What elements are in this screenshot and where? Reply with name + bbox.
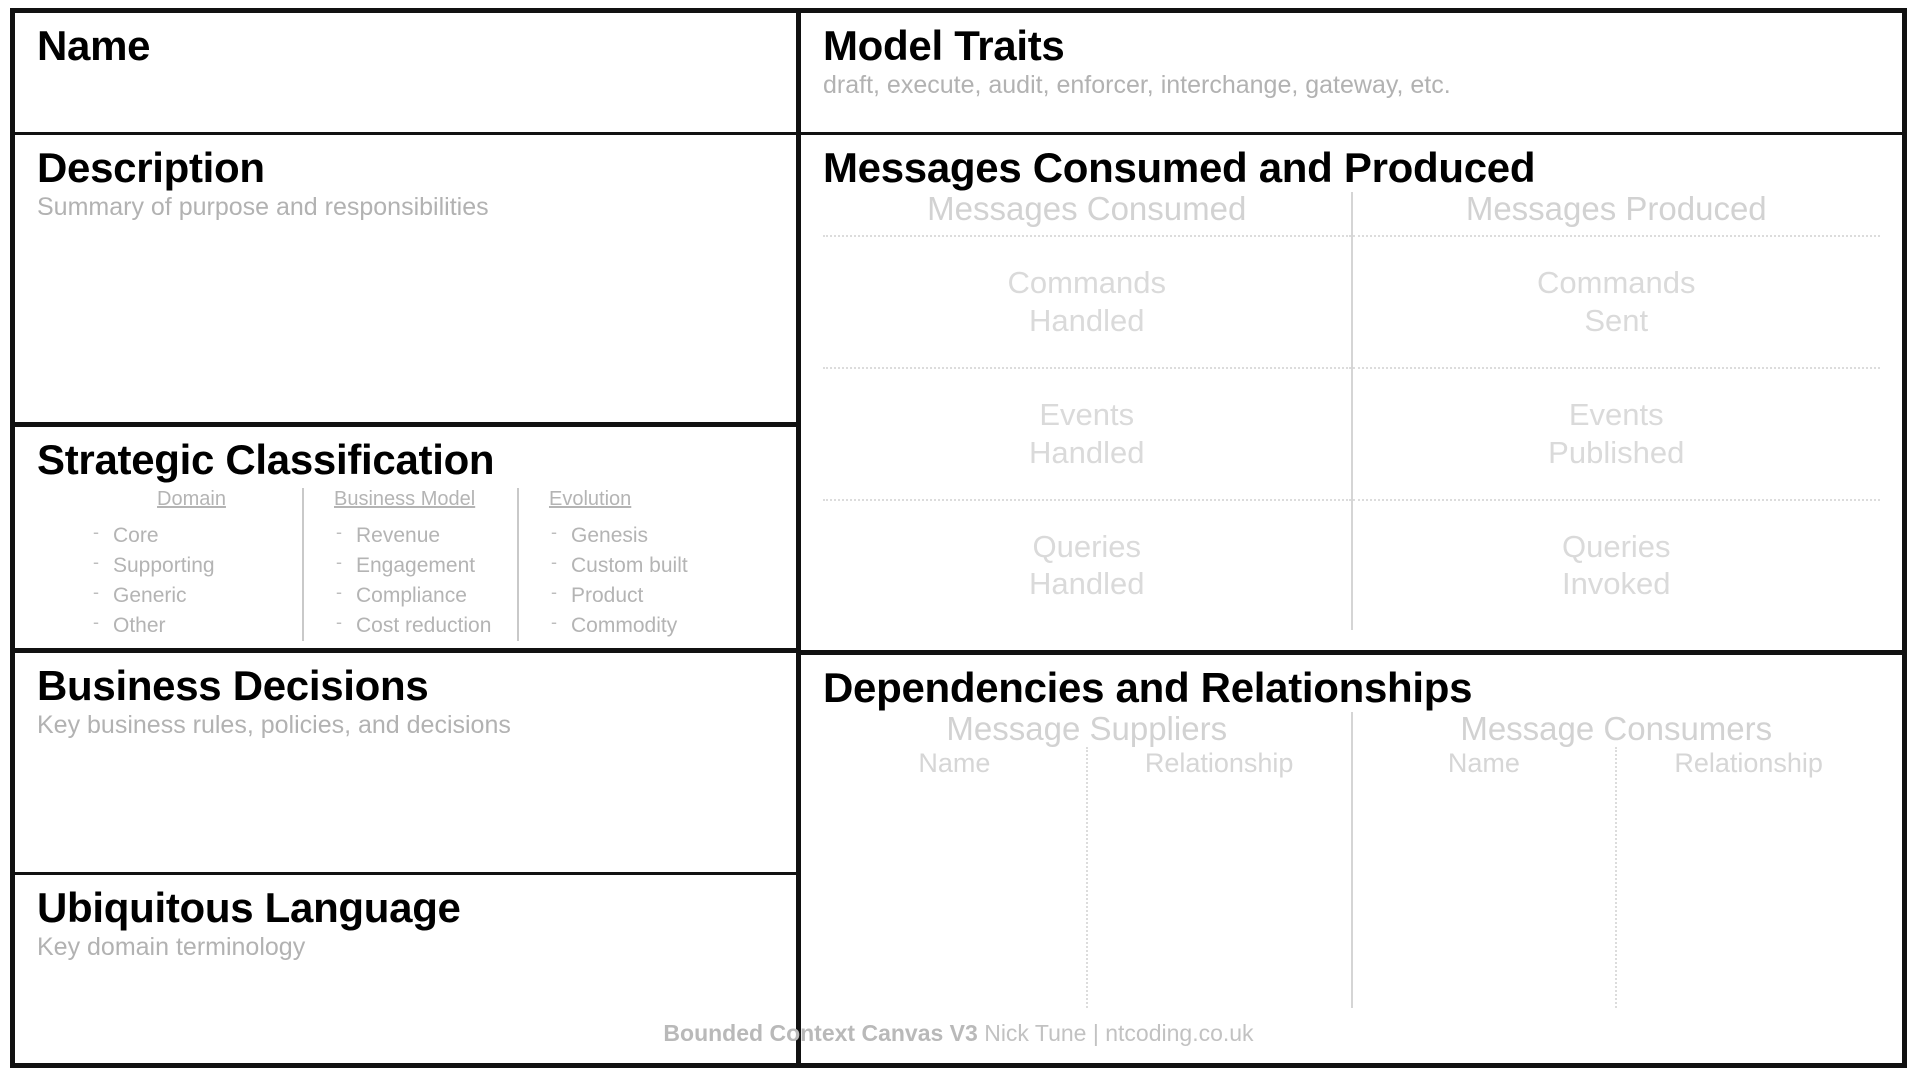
- section-dependencies[interactable]: Dependencies and Relationships Message S…: [801, 655, 1902, 1063]
- section-model-traits-title: Model Traits: [823, 22, 1065, 69]
- messages-produced-queries-label: Queries Invoked: [1562, 528, 1671, 604]
- section-strategic-classification[interactable]: Strategic Classification Domain Core Sup…: [15, 427, 796, 653]
- list-item[interactable]: Compliance: [330, 580, 511, 611]
- label-line-1: Commands: [1537, 265, 1696, 301]
- strategic-columns: Domain Core Supporting Generic Other Bus…: [37, 488, 774, 641]
- messages-consumed-commands-label: Commands Handled: [1008, 264, 1167, 340]
- section-ubiquitous-language-title: Ubiquitous Language: [37, 884, 461, 931]
- suppliers-relationship-header: Relationship: [1144, 748, 1294, 778]
- label-line-2: Handled: [1029, 302, 1145, 338]
- strategic-business-model-list: Revenue Engagement Compliance Cost reduc…: [330, 520, 511, 641]
- section-business-decisions-subtitle: Key business rules, policies, and decisi…: [37, 711, 511, 740]
- list-item[interactable]: Cost reduction: [330, 610, 511, 641]
- label-line-1: Commands: [1007, 265, 1167, 301]
- section-messages-title: Messages Consumed and Produced: [823, 144, 1536, 191]
- message-suppliers-side: Message Suppliers Name Relationship: [823, 710, 1351, 1009]
- messages-produced-events-cell[interactable]: Events Published: [1352, 366, 1880, 499]
- messages-produced-side: Messages Produced Commands Sent Events P…: [1350, 190, 1880, 631]
- label-line-1: Events: [1039, 396, 1135, 432]
- strategic-evolution-header: Evolution: [549, 488, 632, 511]
- left-column: Name Description Summary of purpose and …: [15, 13, 801, 1063]
- consumers-name-header: Name: [1447, 748, 1520, 778]
- label-line-2: Published: [1548, 434, 1685, 470]
- right-column: Model Traits draft, execute, audit, enfo…: [801, 13, 1902, 1063]
- messages-produced-events-label: Events Published: [1548, 396, 1684, 472]
- label-line-2: Handled: [1029, 434, 1145, 470]
- messages-consumed-events-cell[interactable]: Events Handled: [823, 366, 1351, 499]
- section-ubiquitous-language[interactable]: Ubiquitous Language Key domain terminolo…: [15, 875, 796, 1063]
- messages-grid: Messages Consumed Commands Handled Event…: [823, 190, 1880, 631]
- list-item[interactable]: Commodity: [545, 610, 726, 641]
- messages-consumed-queries-cell[interactable]: Queries Handled: [823, 498, 1351, 631]
- messages-consumed-events-label: Events Handled: [1029, 396, 1144, 472]
- section-description-subtitle: Summary of purpose and responsibilities: [37, 193, 489, 222]
- label-line-1: Queries: [1561, 528, 1671, 564]
- message-consumers-columns: Name Relationship: [1353, 747, 1881, 1009]
- dependencies-grid: Message Suppliers Name Relationship Mess…: [823, 710, 1881, 1009]
- strategic-domain-list: Core Supporting Generic Other: [87, 520, 296, 641]
- suppliers-name-header: Name: [918, 748, 991, 778]
- section-name[interactable]: Name: [15, 13, 796, 135]
- list-item[interactable]: Supporting: [87, 550, 296, 581]
- messages-consumed-rows: Commands Handled Events Handled: [823, 235, 1351, 630]
- bounded-context-canvas: Name Description Summary of purpose and …: [10, 8, 1907, 1068]
- message-suppliers-heading: Message Suppliers: [946, 710, 1228, 748]
- list-item[interactable]: Core: [87, 520, 296, 551]
- strategic-column-business-model: Business Model Revenue Engagement Compli…: [302, 488, 517, 641]
- consumers-relationship-header: Relationship: [1674, 748, 1823, 778]
- label-line-1: Queries: [1032, 528, 1142, 564]
- messages-produced-queries-cell[interactable]: Queries Invoked: [1352, 498, 1880, 631]
- list-item[interactable]: Other: [87, 610, 296, 641]
- message-consumers-side: Message Consumers Name Relationship: [1350, 710, 1881, 1009]
- suppliers-relationship-column[interactable]: Relationship: [1085, 747, 1351, 1009]
- messages-consumed-side: Messages Consumed Commands Handled Event…: [823, 192, 1351, 630]
- section-messages[interactable]: Messages Consumed and Produced Messages …: [801, 135, 1902, 655]
- label-line-1: Events: [1568, 396, 1664, 432]
- section-business-decisions[interactable]: Business Decisions Key business rules, p…: [15, 653, 796, 875]
- messages-consumed-commands-cell[interactable]: Commands Handled: [823, 235, 1351, 367]
- message-suppliers-columns: Name Relationship: [823, 747, 1351, 1009]
- messages-consumed-queries-label: Queries Handled: [1029, 528, 1144, 604]
- section-ubiquitous-language-subtitle: Key domain terminology: [37, 933, 306, 962]
- strategic-column-evolution: Evolution Genesis Custom built Product C…: [517, 488, 732, 641]
- list-item[interactable]: Product: [545, 580, 726, 611]
- section-description-title: Description: [37, 144, 265, 191]
- messages-consumed-heading: Messages Consumed: [927, 190, 1247, 228]
- strategic-column-domain: Domain Core Supporting Generic Other: [87, 488, 302, 640]
- label-line-2: Invoked: [1561, 566, 1671, 602]
- messages-produced-commands-label: Commands Sent: [1537, 264, 1696, 340]
- strategic-evolution-list: Genesis Custom built Product Commodity: [545, 520, 726, 641]
- label-line-2: Sent: [1584, 302, 1649, 338]
- consumers-name-column[interactable]: Name: [1353, 747, 1616, 1008]
- strategic-business-model-header: Business Model: [334, 488, 476, 511]
- list-item[interactable]: Custom built: [545, 550, 726, 581]
- list-item[interactable]: Engagement: [330, 550, 511, 581]
- section-name-title: Name: [37, 22, 151, 69]
- consumers-relationship-column[interactable]: Relationship: [1615, 747, 1880, 1009]
- section-business-decisions-title: Business Decisions: [37, 662, 429, 709]
- messages-produced-heading: Messages Produced: [1465, 190, 1767, 228]
- messages-produced-rows: Commands Sent Events Published: [1352, 235, 1880, 631]
- strategic-domain-header: Domain: [157, 488, 226, 511]
- messages-produced-commands-cell[interactable]: Commands Sent: [1352, 235, 1880, 367]
- section-strategic-title: Strategic Classification: [37, 436, 495, 483]
- section-model-traits[interactable]: Model Traits draft, execute, audit, enfo…: [801, 13, 1902, 135]
- suppliers-name-column[interactable]: Name: [823, 747, 1086, 1008]
- section-dependencies-title: Dependencies and Relationships: [823, 664, 1473, 711]
- section-description[interactable]: Description Summary of purpose and respo…: [15, 135, 796, 427]
- list-item[interactable]: Revenue: [330, 520, 511, 551]
- list-item[interactable]: Genesis: [545, 520, 726, 551]
- list-item[interactable]: Generic: [87, 580, 296, 611]
- message-consumers-heading: Message Consumers: [1460, 710, 1773, 748]
- label-line-2: Handled: [1029, 566, 1145, 602]
- section-model-traits-subtitle: draft, execute, audit, enforcer, interch…: [823, 71, 1451, 100]
